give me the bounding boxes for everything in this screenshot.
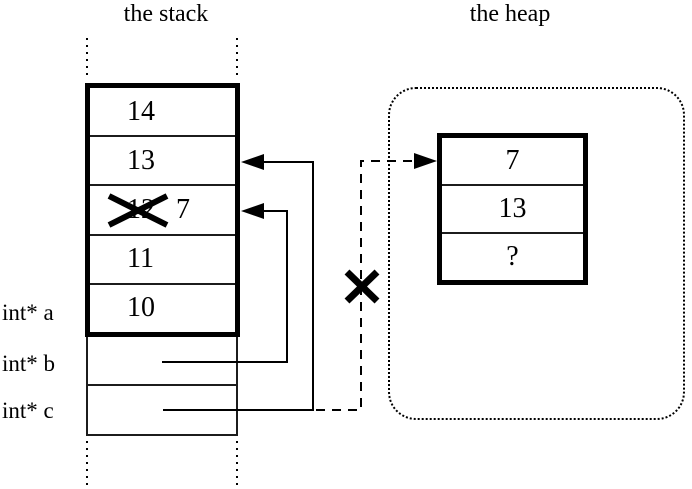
pointer-cell-c bbox=[88, 386, 236, 433]
heap-cell: ? bbox=[442, 232, 583, 280]
stack-cell: 11 bbox=[90, 233, 235, 283]
heap-block-box: 7 13 ? bbox=[437, 133, 588, 285]
stack-title: the stack bbox=[123, 1, 209, 27]
stack-cell-new-value: 7 bbox=[176, 194, 190, 225]
invalid-pointer-icon bbox=[344, 269, 380, 304]
stack-cell-value: 11 bbox=[127, 243, 154, 275]
stack-cell-value: 13 bbox=[127, 144, 155, 176]
heap-cell-value: 7 bbox=[505, 145, 520, 176]
stack-cell-value: 10 bbox=[127, 292, 155, 324]
stack-frame-box: 14 13 12 7 11 10 bbox=[85, 83, 240, 337]
stack-cell: 13 bbox=[90, 135, 235, 184]
heap-cell: 13 bbox=[442, 184, 583, 232]
stack-cell-overwritten: 12 7 bbox=[90, 184, 235, 233]
pointer-cell-b bbox=[88, 337, 236, 386]
pointer-label-b: int* b bbox=[2, 351, 56, 376]
stack-cell: 14 bbox=[90, 88, 235, 135]
pointer-label-c: int* c bbox=[2, 398, 54, 423]
pointer-label-a: int* a bbox=[2, 300, 54, 325]
arrowhead-left-icon bbox=[241, 154, 264, 170]
heap-cell: 7 bbox=[442, 138, 583, 184]
pointer-variable-cells bbox=[86, 337, 238, 436]
stack-cell-old-value: 12 bbox=[127, 194, 155, 225]
heap-cell-value: ? bbox=[506, 241, 519, 272]
heap-cell-value: 13 bbox=[498, 193, 527, 224]
stack-cell-value: 14 bbox=[127, 95, 155, 127]
heap-title: the heap bbox=[469, 1, 551, 27]
arrowhead-left-icon bbox=[241, 203, 264, 219]
stack-cell: 10 bbox=[90, 282, 235, 332]
